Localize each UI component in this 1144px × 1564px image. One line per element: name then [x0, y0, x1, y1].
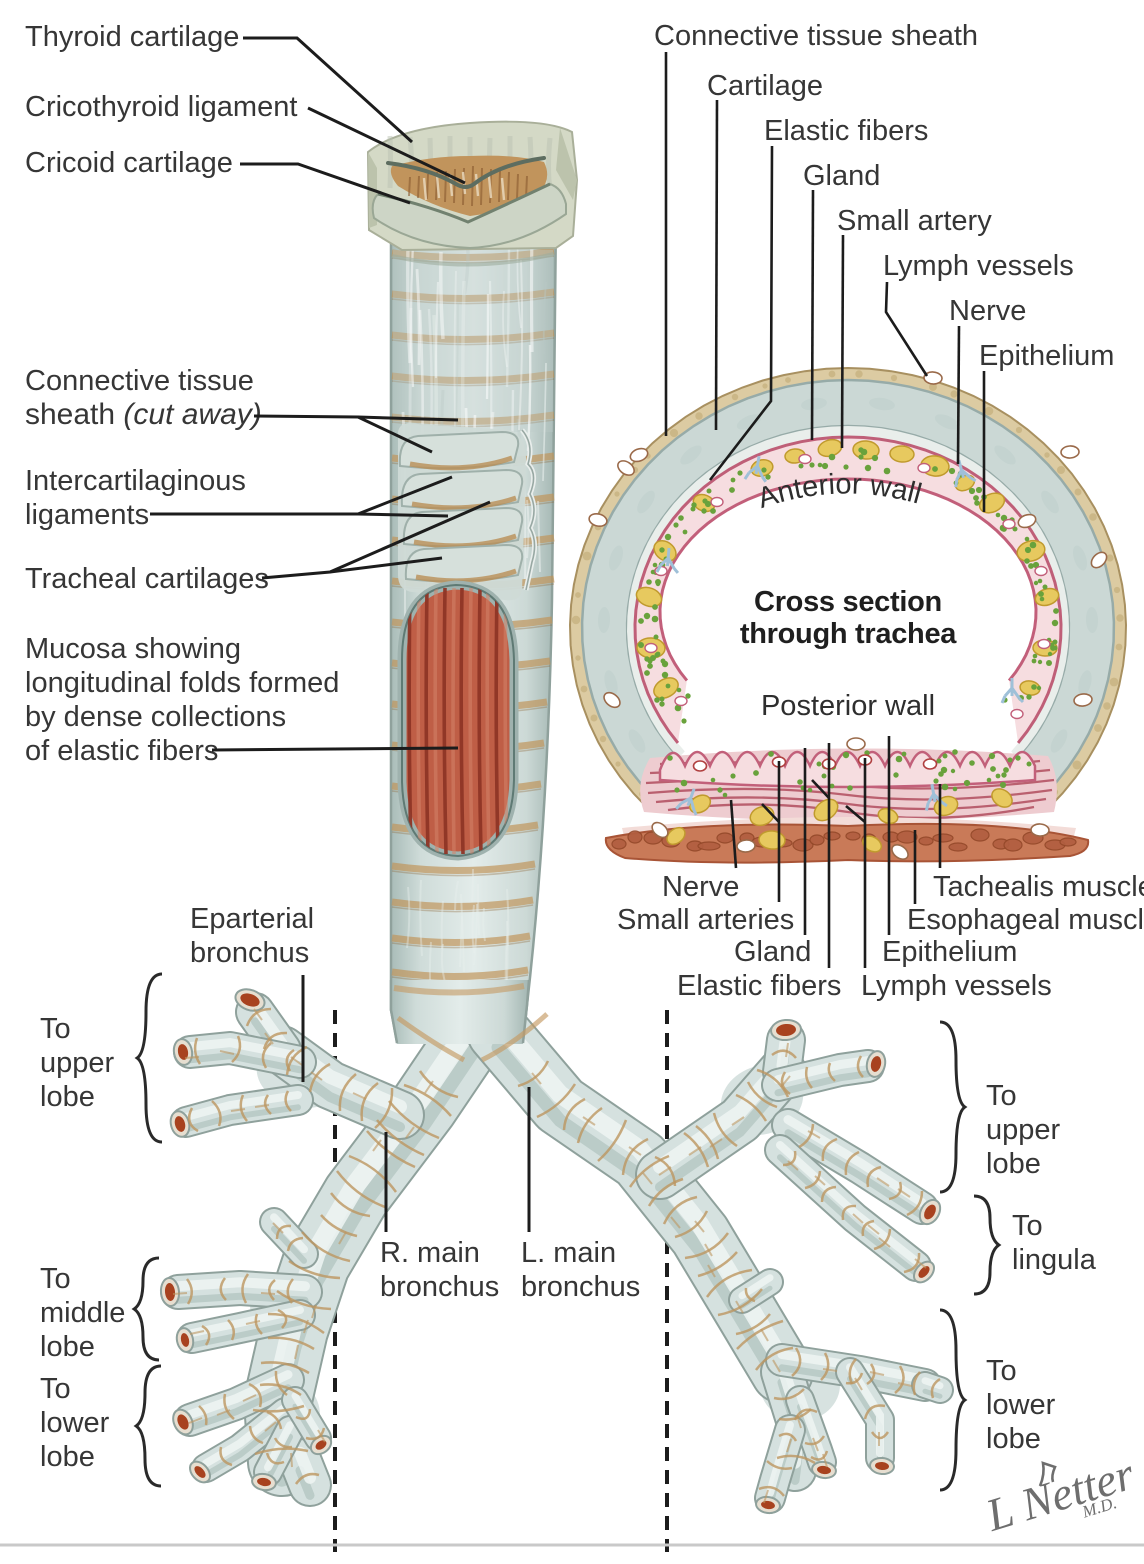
svg-text:To: To [986, 1355, 1017, 1387]
svg-text:sheath (cut away): sheath (cut away) [25, 398, 262, 431]
svg-text:Lymph vessels: Lymph vessels [883, 250, 1074, 282]
svg-text:upper: upper [40, 1047, 115, 1079]
svg-text:lobe: lobe [986, 1423, 1041, 1455]
svg-text:bronchus: bronchus [380, 1271, 499, 1303]
svg-text:Lymph vessels: Lymph vessels [861, 970, 1052, 1002]
svg-text:lobe: lobe [40, 1441, 95, 1473]
svg-text:Elastic fibers: Elastic fibers [677, 970, 841, 1002]
svg-text:middle: middle [40, 1297, 125, 1329]
svg-text:Eparterial: Eparterial [190, 903, 314, 935]
svg-text:through trachea: through trachea [740, 618, 957, 650]
svg-text:To: To [986, 1080, 1017, 1112]
svg-text:bronchus: bronchus [190, 937, 309, 969]
svg-text:lobe: lobe [40, 1081, 95, 1113]
svg-text:To: To [40, 1013, 71, 1045]
svg-text:Cricoid cartilage: Cricoid cartilage [25, 147, 233, 179]
svg-text:of elastic fibers: of elastic fibers [25, 735, 218, 767]
svg-text:lower: lower [986, 1389, 1056, 1421]
svg-text:To: To [40, 1263, 71, 1295]
svg-text:Connective tissue: Connective tissue [25, 365, 254, 397]
svg-text:Gland: Gland [734, 936, 811, 968]
svg-text:Epithelium: Epithelium [882, 936, 1017, 968]
svg-text:Gland: Gland [803, 160, 880, 192]
svg-text:lingula: lingula [1012, 1244, 1097, 1276]
svg-text:Nerve: Nerve [662, 871, 739, 903]
svg-text:Posterior wall: Posterior wall [761, 690, 935, 722]
svg-text:Tachealis muscle: Tachealis muscle [933, 871, 1144, 903]
svg-text:R. main: R. main [380, 1237, 480, 1269]
svg-text:Tracheal cartilages: Tracheal cartilages [25, 563, 269, 595]
svg-text:Small artery: Small artery [837, 205, 992, 237]
svg-text:To: To [40, 1373, 71, 1405]
svg-text:bronchus: bronchus [521, 1271, 640, 1303]
svg-text:Mucosa showing: Mucosa showing [25, 633, 241, 665]
svg-text:Small arteries: Small arteries [617, 904, 794, 936]
svg-text:L. main: L. main [521, 1237, 616, 1269]
svg-text:Connective tissue sheath: Connective tissue sheath [654, 20, 978, 52]
svg-text:longitudinal folds formed: longitudinal folds formed [25, 667, 339, 699]
svg-text:upper: upper [986, 1114, 1061, 1146]
svg-text:Epithelium: Epithelium [979, 340, 1114, 372]
svg-text:Cross section: Cross section [754, 586, 942, 618]
svg-text:lobe: lobe [40, 1331, 95, 1363]
svg-text:lower: lower [40, 1407, 110, 1439]
svg-text:Cricothyroid ligament: Cricothyroid ligament [25, 91, 297, 123]
svg-text:Thyroid cartilage: Thyroid cartilage [25, 21, 239, 53]
svg-text:Cartilage: Cartilage [707, 70, 823, 102]
svg-text:To: To [1012, 1210, 1043, 1242]
svg-text:lobe: lobe [986, 1148, 1041, 1180]
svg-text:by dense collections: by dense collections [25, 701, 286, 733]
svg-text:Esophageal muscle: Esophageal muscle [907, 904, 1144, 936]
svg-text:ligaments: ligaments [25, 499, 149, 531]
svg-text:Intercartilaginous: Intercartilaginous [25, 465, 246, 497]
svg-text:Elastic fibers: Elastic fibers [764, 115, 928, 147]
svg-text:Nerve: Nerve [949, 295, 1026, 327]
